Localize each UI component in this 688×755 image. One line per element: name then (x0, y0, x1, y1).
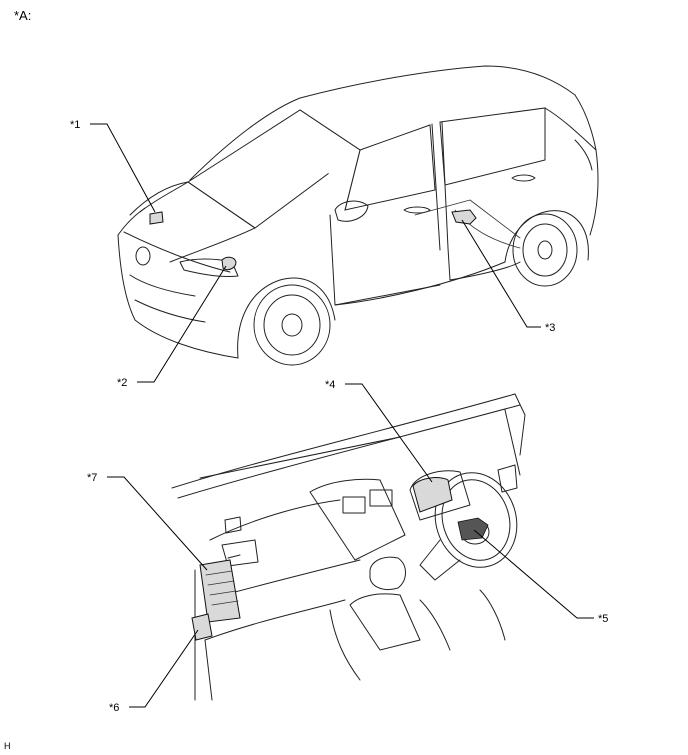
leader-6 (129, 629, 199, 708)
callout-1: *1 (70, 119, 80, 131)
part-2 (221, 256, 237, 271)
callout-2: *2 (117, 377, 127, 389)
leader-5 (473, 529, 594, 619)
dashboard-illustration (171, 393, 526, 701)
callout-7: *7 (87, 472, 97, 484)
part-7 (199, 559, 241, 623)
part-1 (149, 211, 164, 225)
callout-5: *5 (598, 613, 608, 625)
view-label: *A: (14, 8, 31, 23)
callout-3: *3 (545, 322, 555, 334)
part-6 (191, 613, 213, 641)
leader-1 (90, 123, 156, 213)
leader-3 (461, 219, 541, 328)
callout-4: *4 (325, 379, 335, 391)
leader-7 (107, 476, 208, 571)
part-4 (412, 477, 453, 513)
part-3 (451, 209, 477, 225)
figure-code: H (4, 741, 11, 751)
leader-2 (137, 265, 227, 383)
leader-4 (345, 383, 433, 483)
vehicle-illustration (117, 65, 599, 366)
part-5 (457, 517, 489, 541)
callout-6: *6 (109, 702, 119, 714)
